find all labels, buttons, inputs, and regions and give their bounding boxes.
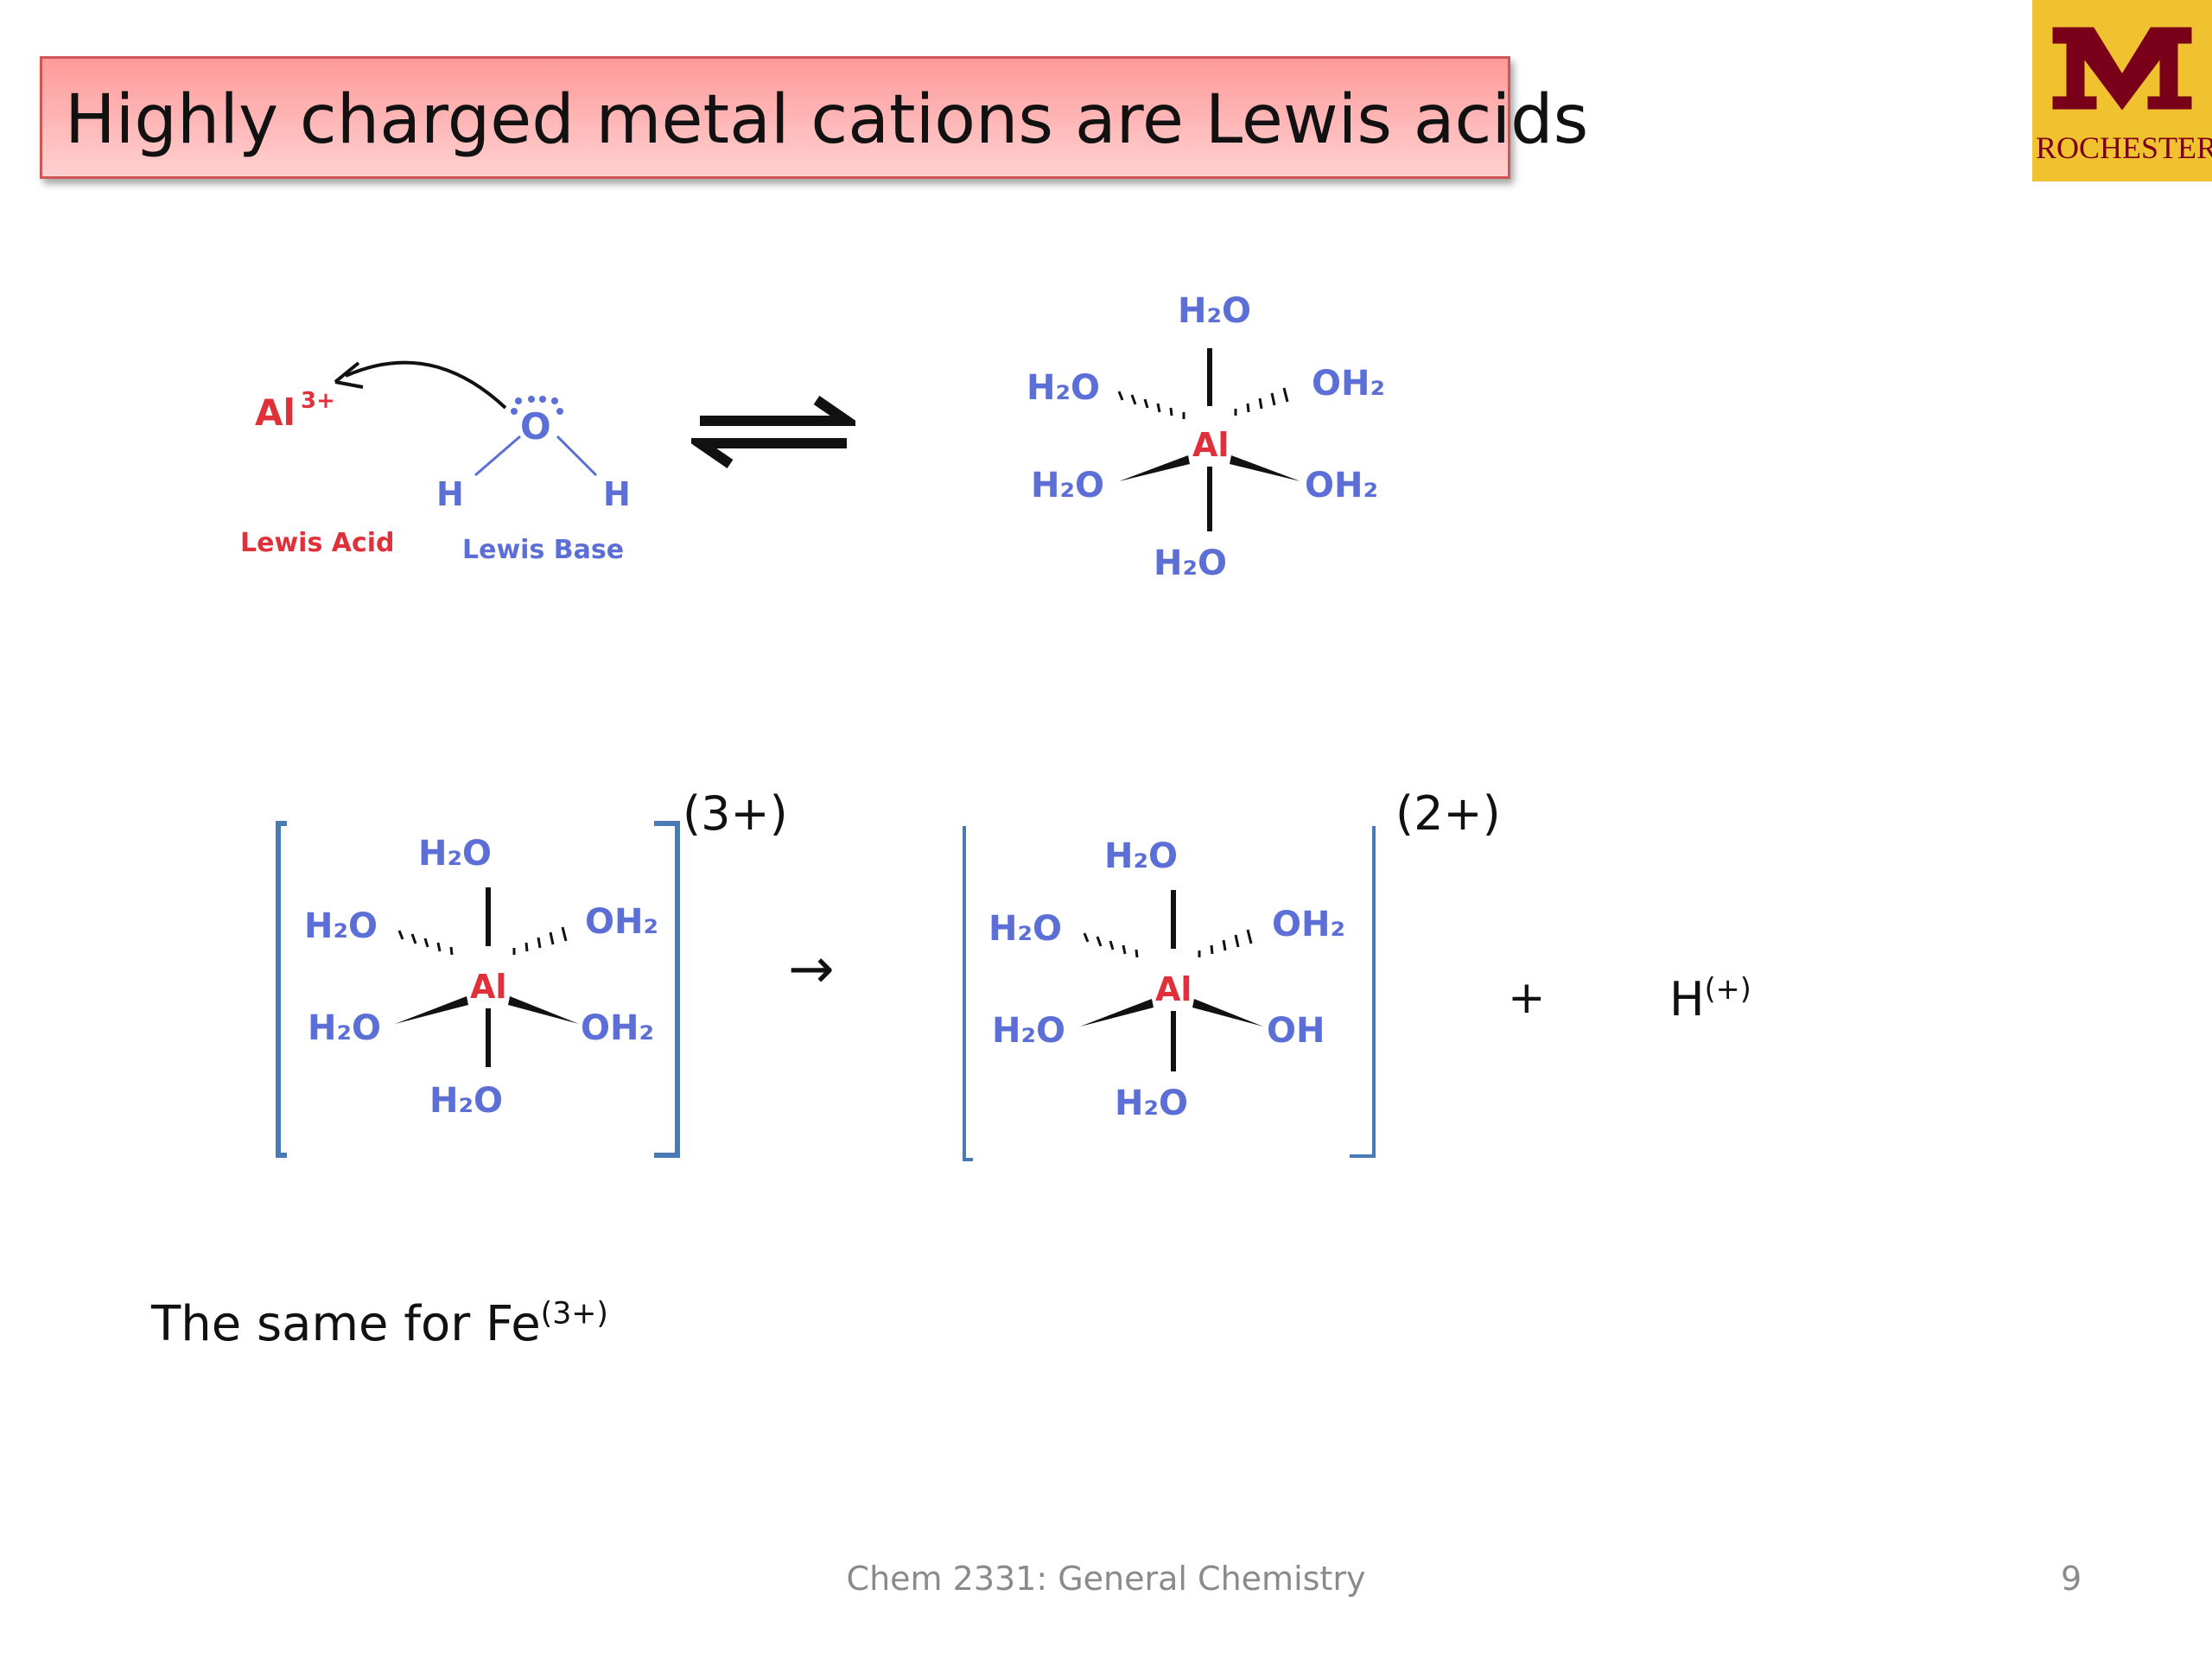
al-hexaaqua-complex: Al H₂O H₂O OH₂ H₂O OH₂ H₂O — [1027, 291, 1385, 583]
svg-text:H₂O: H₂O — [1027, 368, 1100, 408]
left-bracket — [963, 826, 973, 1161]
lone-pair-dots — [511, 396, 563, 415]
logo-text: ROCHESTER — [2036, 130, 2212, 165]
svg-text:OH₂: OH₂ — [1305, 466, 1378, 505]
svg-text:H₂O: H₂O — [418, 834, 492, 874]
proton-label: H(+) — [1669, 972, 1751, 1027]
svg-text:H₂O: H₂O — [304, 906, 378, 946]
svg-text:H₂O: H₂O — [1031, 466, 1104, 505]
hydrogen-left: H — [436, 475, 464, 513]
svg-text:H₂O: H₂O — [1104, 836, 1178, 876]
proton-symbol: H — [1669, 972, 1705, 1027]
reaction-arrow: → — [788, 938, 835, 1001]
svg-text:OH₂: OH₂ — [581, 1008, 654, 1048]
note-text: The same for Fe — [151, 1296, 541, 1352]
svg-text:H₂O: H₂O — [1178, 291, 1251, 331]
oh-bond-right — [556, 435, 598, 477]
lewis-acid-base-diagram: Al 3+ O H H Lewis Acid Lewis Base — [240, 360, 631, 565]
charge-label-2plus: (2+) — [1395, 786, 1501, 841]
svg-text:Al: Al — [1192, 426, 1229, 464]
page-number: 9 — [2061, 1560, 2082, 1598]
al-hydroxo-bracketed-complex: Al H₂O H₂O OH₂ H₂O OH H₂O — [963, 826, 1376, 1161]
left-bracket — [276, 821, 287, 1158]
svg-text:OH₂: OH₂ — [585, 902, 658, 942]
oh-bond-left — [474, 435, 521, 477]
lewis-base-label: Lewis Base — [462, 535, 624, 565]
charge-label-3plus: (3+) — [683, 786, 788, 841]
equilibrium-arrow-icon — [691, 396, 855, 468]
svg-text:H₂O: H₂O — [1154, 543, 1227, 583]
note-charge: (3+) — [540, 1296, 608, 1332]
right-bracket — [1350, 826, 1376, 1158]
university-logo: ROCHESTER — [2032, 0, 2212, 181]
svg-text:H₂O: H₂O — [308, 1008, 381, 1048]
lewis-acid-label: Lewis Acid — [240, 528, 395, 558]
al-hexaaqua-bracketed-complex: Al H₂O H₂O OH₂ H₂O OH₂ H₂O — [276, 821, 680, 1158]
svg-text:H₂O: H₂O — [992, 1011, 1065, 1051]
svg-text:OH₂: OH₂ — [1312, 364, 1385, 404]
iron-note: The same for Fe(3+) — [151, 1296, 608, 1352]
m-logo-icon — [2050, 24, 2195, 115]
slide-title: Highly charged metal cations are Lewis a… — [65, 81, 1589, 159]
svg-text:Al: Al — [470, 968, 506, 1006]
svg-text:OH: OH — [1267, 1011, 1325, 1051]
hydrogen-right: H — [603, 475, 631, 513]
title-bar: Highly charged metal cations are Lewis a… — [40, 56, 1588, 179]
plus-sign: + — [1508, 972, 1546, 1024]
svg-text:H₂O: H₂O — [429, 1081, 503, 1121]
svg-text:H₂O: H₂O — [1115, 1084, 1188, 1123]
slide-footer: Chem 2331: General Chemistry — [846, 1560, 1366, 1598]
cation-charge: 3+ — [301, 388, 335, 414]
oxygen-atom: O — [520, 405, 551, 448]
svg-text:OH₂: OH₂ — [1272, 905, 1345, 944]
right-bracket — [654, 821, 680, 1158]
proton-charge: (+) — [1704, 972, 1751, 1006]
electron-arrow-head — [334, 361, 364, 389]
svg-text:H₂O: H₂O — [988, 909, 1062, 949]
svg-text:Al: Al — [1155, 970, 1192, 1008]
cation-symbol: Al — [255, 391, 296, 434]
electron-arrow-curve — [345, 360, 507, 410]
